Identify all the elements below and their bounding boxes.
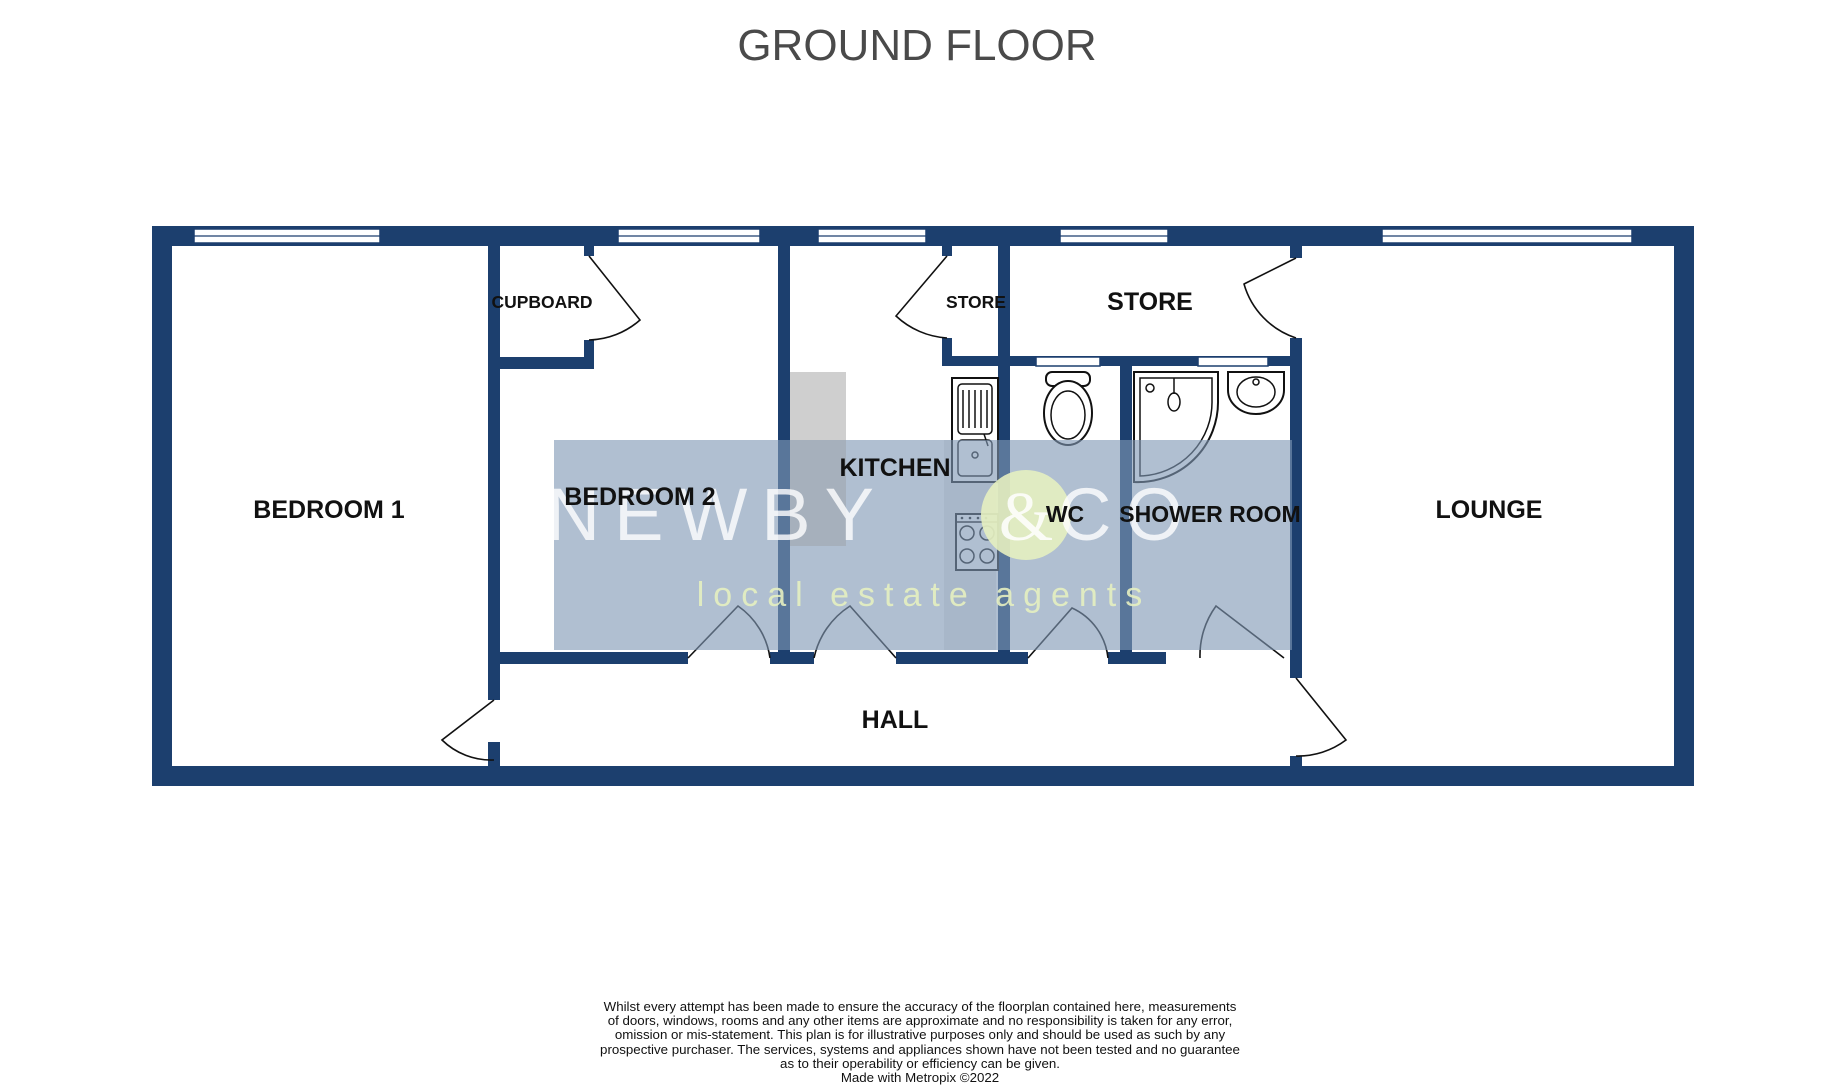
wall-lounge-partition [1290,338,1302,678]
label-kitchen: KITCHEN [839,454,950,482]
wall-hall-top-3 [896,652,1028,664]
door-store-small [894,255,948,339]
watermark-brand-left: NEWBY [547,473,888,556]
wall-hall-top-4 [1108,652,1166,664]
watermark-brand-amp: & [999,479,1053,556]
door-cupboard [588,255,642,341]
label-hall: HALL [862,706,929,734]
floor-title: GROUND FLOOR [737,21,1096,70]
label-shower-room: SHOWER ROOM [1119,501,1300,527]
wash-basin-icon [1227,371,1285,415]
disclaimer: Whilst every attempt has been made to en… [560,999,1280,1085]
watermark-brand-right: CO [1058,473,1197,556]
toilet-icon [1043,371,1093,446]
label-lounge: LOUNGE [1436,496,1543,524]
wall-store-bottom [1010,356,1290,366]
outer-wall-left [152,226,172,786]
wall-cupboard-jamb-low [584,340,594,369]
wall-bedroom1-bedroom2 [488,246,500,700]
watermark-amp-circle [981,470,1071,560]
label-store-small: STORE [946,292,1006,312]
outer-wall-right [1674,226,1694,786]
wall-store-small-jamb-low [942,338,952,366]
disclaimer-credit: Made with Metropix ©2022 [840,1070,1000,1085]
disclaimer-line: as to their operability or efficiency ca… [780,1055,1060,1071]
watermark-tagline: local estate agents [697,576,1152,614]
room-labels: BEDROOM 1 BEDROOM 2 CUPBOARD KITCHEN STO… [253,288,1542,734]
label-store: STORE [1107,288,1193,316]
label-bedroom1: BEDROOM 1 [253,496,405,524]
wall-lounge-hall-stub [1290,756,1302,766]
label-wc: WC [1046,501,1084,527]
door-lounge [1295,677,1348,757]
door-store [1243,257,1297,339]
watermark-panel [554,440,1292,650]
disclaimer-line: prospective purchaser. The services, sys… [600,1041,1240,1057]
wall-hall-top-2 [770,652,814,664]
window-wc [1035,356,1101,367]
wall-lounge-jamb-high [1290,246,1302,258]
label-cupboard: CUPBOARD [491,292,592,312]
wall-cupboard-bottom [500,357,594,369]
wall-cupboard-jamb-high [584,246,594,256]
wall-hall-top-1 [500,652,688,664]
wall-bedroom1-hall-stub [488,742,500,766]
window-shower [1197,356,1269,367]
label-bedroom2: BEDROOM 2 [564,483,715,511]
door-bedroom1 [440,699,495,761]
disclaimer-line: of doors, windows, rooms and any other i… [607,1013,1233,1029]
watermark: NEWBY & CO local estate agents [547,372,1292,650]
disclaimer-line: Whilst every attempt has been made to en… [603,999,1237,1014]
wall-store-small-bottom [942,356,998,366]
disclaimer-line: omission or mis-statement. This plan is … [614,1027,1226,1043]
wall-store-small-jamb-high [942,246,952,256]
windows [193,228,1633,367]
watermark-overlay-strip [790,372,846,546]
outer-wall-bottom [152,766,1694,786]
